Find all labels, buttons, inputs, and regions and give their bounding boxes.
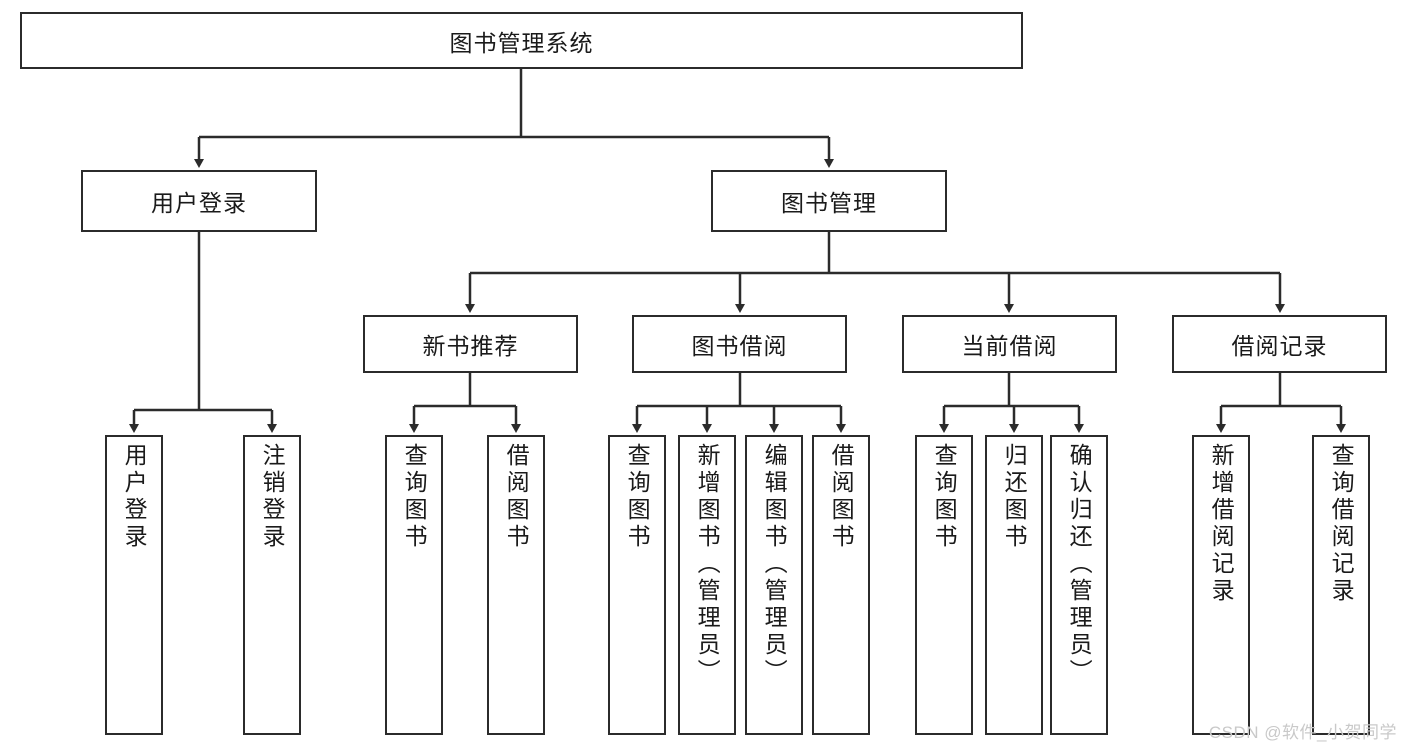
node-leaf-user-login-label: 用户登录 xyxy=(121,443,148,551)
node-user-login[interactable]: 用户登录 xyxy=(81,170,317,232)
csdn-watermark: CSDN @软件_小贺同学 xyxy=(1208,723,1397,742)
node-leaf-edit-book-label: 编辑图书（管理员） xyxy=(761,443,788,686)
node-leaf-borrow-book-2-label: 借阅图书 xyxy=(828,443,855,551)
node-leaf-user-login[interactable]: 用户登录 xyxy=(105,435,163,735)
node-leaf-borrow-book-1[interactable]: 借阅图书 xyxy=(487,435,545,735)
node-leaf-query-record[interactable]: 查询借阅记录 xyxy=(1312,435,1370,735)
node-leaf-edit-book[interactable]: 编辑图书（管理员） xyxy=(745,435,803,735)
node-leaf-return-book[interactable]: 归还图书 xyxy=(985,435,1043,735)
node-leaf-add-book-label: 新增图书（管理员） xyxy=(694,443,721,686)
node-leaf-logout[interactable]: 注销登录 xyxy=(243,435,301,735)
node-borrow-record[interactable]: 借阅记录 xyxy=(1172,315,1387,373)
node-leaf-return-book-label: 归还图书 xyxy=(1001,443,1028,551)
node-leaf-add-book[interactable]: 新增图书（管理员） xyxy=(678,435,736,735)
node-book-borrow[interactable]: 图书借阅 xyxy=(632,315,847,373)
node-leaf-query-book-2[interactable]: 查询图书 xyxy=(608,435,666,735)
node-leaf-query-book-1[interactable]: 查询图书 xyxy=(385,435,443,735)
node-root[interactable]: 图书管理系统 xyxy=(20,12,1023,69)
node-leaf-confirm-return-label: 确认归还（管理员） xyxy=(1066,443,1093,686)
node-root-label: 图书管理系统 xyxy=(449,29,594,56)
node-leaf-add-record-label: 新增借阅记录 xyxy=(1208,443,1235,605)
node-book-borrow-label: 图书借阅 xyxy=(691,333,788,359)
node-leaf-query-record-label: 查询借阅记录 xyxy=(1328,443,1355,605)
node-leaf-borrow-book-2[interactable]: 借阅图书 xyxy=(812,435,870,735)
node-book-manage-label: 图书管理 xyxy=(781,190,877,216)
node-leaf-logout-label: 注销登录 xyxy=(259,443,286,551)
node-new-book-rec[interactable]: 新书推荐 xyxy=(363,315,578,373)
node-leaf-query-book-1-label: 查询图书 xyxy=(401,443,428,551)
node-borrow-record-label: 借阅记录 xyxy=(1231,333,1328,359)
node-leaf-add-record[interactable]: 新增借阅记录 xyxy=(1192,435,1250,735)
node-book-manage[interactable]: 图书管理 xyxy=(711,170,947,232)
node-current-borrow[interactable]: 当前借阅 xyxy=(902,315,1117,373)
node-leaf-query-book-3[interactable]: 查询图书 xyxy=(915,435,973,735)
node-new-book-rec-label: 新书推荐 xyxy=(422,333,519,359)
node-leaf-query-book-3-label: 查询图书 xyxy=(931,443,958,551)
node-current-borrow-label: 当前借阅 xyxy=(961,333,1058,359)
node-user-login-label: 用户登录 xyxy=(151,190,247,216)
node-leaf-borrow-book-1-label: 借阅图书 xyxy=(503,443,530,551)
node-leaf-confirm-return[interactable]: 确认归还（管理员） xyxy=(1050,435,1108,735)
node-leaf-query-book-2-label: 查询图书 xyxy=(624,443,651,551)
